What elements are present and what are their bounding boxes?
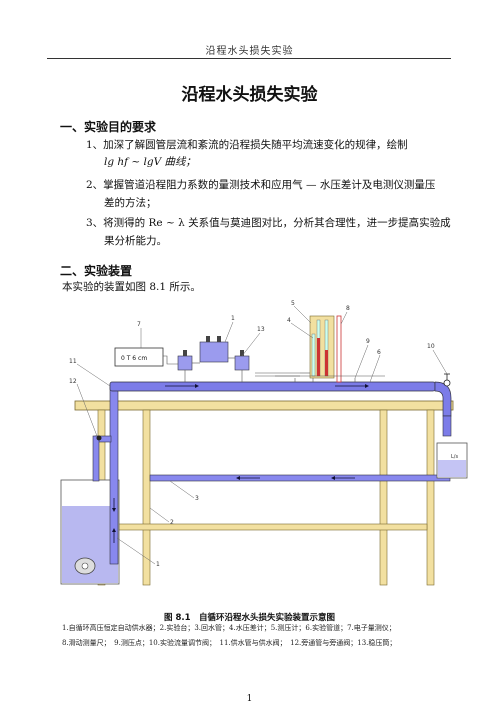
- callout-5: 5: [291, 300, 295, 307]
- electronic-meter: [114, 347, 164, 367]
- section-heading-1: 一、实验目的要求: [60, 120, 157, 134]
- table-leg: [142, 409, 151, 586]
- objective-line-5: 3、将测得的 Re ~ λ 关系值与莫迪图对比，分析其合理性，进一步提高实验成: [86, 217, 451, 229]
- page-title: 沿程水头损失实验: [181, 85, 318, 105]
- figure-caption-line-1: 1.自循环高压恒定自动供水器；2.实验台；3.回水管；4.水压差计；5.测压计；…: [62, 624, 396, 632]
- callout-7: 7: [137, 321, 141, 328]
- stabilizing-cylinder: [177, 355, 193, 371]
- outlet-pipe: [442, 415, 452, 437]
- callout-9: 9: [366, 338, 370, 345]
- pressure-tank: [199, 341, 229, 363]
- stabilizing-cylinder: [234, 355, 250, 371]
- callout-6: 6: [377, 349, 381, 356]
- figure-title: 图 8.1 自循环沿程水头损失实验装置示意图: [163, 613, 336, 623]
- objective-line-1: 1、加深了解圆管层流和紊流的沿程损失随平均流速变化的规律，绘制: [86, 139, 408, 151]
- callout-1: 1: [156, 561, 160, 568]
- section-heading-2: 二、实验装置: [60, 264, 133, 278]
- return-pipe: [149, 474, 451, 482]
- measuring-scale: [336, 315, 342, 383]
- callout-4: 4: [287, 317, 291, 324]
- objective-line-4: 差的方法；: [104, 197, 157, 209]
- callout-12: 12: [69, 378, 77, 385]
- callout-1-top: 1: [231, 315, 235, 322]
- callout-8: 8: [346, 305, 350, 312]
- table-leg: [379, 409, 388, 586]
- header-rule: [47, 58, 451, 59]
- page-number: 1: [246, 694, 253, 704]
- bypass-valve: [96, 435, 102, 441]
- running-header: 沿程水头损失实验: [205, 46, 294, 57]
- callout-11: 11: [69, 358, 77, 365]
- objective-line-2: lg hf ~ lgV 曲线；: [104, 156, 197, 168]
- tank-label: L/s: [451, 454, 458, 460]
- setup-intro: 本实验的装置如图 8.1 所示。: [62, 281, 201, 293]
- callout-10: 10: [427, 343, 435, 350]
- table-stretcher: [104, 523, 428, 531]
- objective-line-6: 果分析能力。: [104, 235, 167, 247]
- callout-2: 2: [170, 519, 174, 526]
- figure-caption-line-2: 8.滑动测量尺； 9.测压点；10.实验流量调节阀； 11.供水管与供水阀； 1…: [62, 639, 397, 647]
- meter-display: 0 T 6 cm: [121, 355, 147, 362]
- objective-line-3: 2、掌握管道沿程阻力系数的量测技术和应用气 — 水压差计及电测仪测量压: [86, 179, 436, 191]
- callout-13: 13: [257, 326, 265, 333]
- table-top: [74, 400, 454, 411]
- apparatus-diagram: L/s 0 T 6 cm 1 7 13 5 4 8 9 6 10 11 12 3…: [60, 300, 468, 586]
- table-leg: [426, 409, 435, 586]
- test-pipe: [109, 381, 436, 392]
- flow-valve: [443, 379, 451, 387]
- callout-3: 3: [195, 495, 199, 502]
